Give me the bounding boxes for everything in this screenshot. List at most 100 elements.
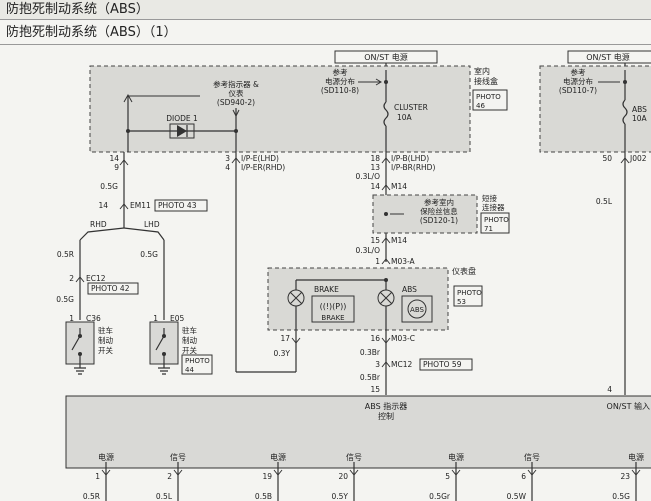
m03a-arrow — [381, 258, 391, 265]
short-connector-ref-1: 参考室内 — [424, 197, 454, 207]
ipe-pin-3: 3 — [225, 154, 230, 163]
abs-fuse-node — [623, 80, 627, 84]
controller-port-label: 信号 — [170, 452, 186, 462]
controller-port-pin: 23 — [620, 472, 630, 481]
pin-16-label: 16 — [370, 334, 380, 343]
ipb-lhd-label: I/P-B(LHD) — [391, 154, 429, 163]
c36-ground-icon — [74, 367, 86, 375]
em11-photo-box — [154, 199, 208, 212]
brake-symbol-box — [311, 295, 355, 323]
junction-photo-2: 46 — [476, 102, 485, 110]
controller-port-wire-label: 0.5L — [156, 492, 173, 501]
c36-pin: 1 — [69, 314, 74, 323]
controller-ports: 电源10.5R信号20.5L电源190.5B信号200.5Y电源50.5Gr信号… — [83, 452, 644, 501]
mc12-arrow — [381, 361, 391, 368]
c36-connector: C36 — [86, 314, 101, 323]
short-connector-title-2: 连接器 — [482, 202, 505, 212]
e05-label-3: 开关 — [182, 345, 197, 355]
cluster-photo-1: PHOTO — [457, 289, 482, 297]
wire-03br: 0.3Br — [360, 348, 381, 357]
ref-power-arrowhead — [375, 78, 382, 86]
junction-box — [89, 65, 471, 153]
rhd-branch — [79, 227, 125, 241]
pin-14-label: 14 — [109, 154, 119, 163]
ipe-pin-arrow — [231, 157, 241, 164]
instrument-cluster-box — [267, 267, 449, 331]
abs-fuse-rating: 10A — [632, 114, 648, 123]
controller-port-label: 信号 — [524, 452, 540, 462]
e05-pin: 1 — [153, 314, 158, 323]
controller-port-label: 电源 — [628, 452, 644, 462]
brake-lamp-cross — [289, 291, 303, 305]
ref-indicator-arrow-left — [123, 93, 133, 103]
cluster-photo-2: 53 — [457, 298, 466, 306]
ipe-lhd-label: I/P-E(LHD) — [241, 154, 279, 163]
junction-photo-1: PHOTO — [476, 93, 501, 101]
m14-label-b: M14 — [391, 236, 407, 245]
brake-symbol-text: BRAKE — [321, 314, 344, 322]
abs-connector-j002: J002 — [629, 154, 647, 163]
abs-symbol: ABS — [410, 306, 424, 314]
controller-port-pin: 19 — [262, 472, 272, 481]
short-connector-photo-box — [480, 212, 510, 234]
controller-port-wire-label: 0.5Gr — [429, 492, 451, 501]
diode-body — [169, 123, 195, 139]
lhd-branch — [123, 227, 165, 241]
page-subtitle: 防抱死制动系统（ABS）（1） — [0, 21, 651, 45]
pin-16-arrow — [381, 337, 391, 344]
short-connector-photo-1: PHOTO — [484, 216, 509, 224]
iper-rhd-label: I/P-ER(RHD) — [241, 163, 285, 172]
wire-05g-a: 0.5G — [100, 182, 118, 191]
pin-9-label: 9 — [114, 163, 119, 172]
c36-label-1: 驻车 — [98, 325, 113, 335]
right-ref-3: (SD110-7) — [559, 86, 597, 95]
diode-node-left — [126, 129, 130, 133]
controller-port-wire-label: 0.5B — [255, 492, 272, 501]
controller-port-wire-label: 0.5W — [507, 492, 527, 501]
pin-17-arrow — [291, 337, 301, 344]
abs-indicator-controller — [65, 395, 651, 469]
e05-photo-2: 44 — [185, 366, 194, 374]
m03a-pin-1: 1 — [375, 257, 380, 266]
abs-symbol-icon — [407, 299, 427, 319]
abs-wire-05l: 0.5L — [596, 197, 613, 206]
ipbr-rhd-label: I/P-BR(RHD) — [391, 163, 435, 172]
e05-photo-1: PHOTO — [185, 357, 210, 365]
controller-port-pin: 2 — [167, 472, 172, 481]
ipe-pin-4: 4 — [225, 163, 230, 172]
controller-title-1: ABS 指示器 — [365, 401, 407, 411]
controller-on-st-input: ON/ST 输入 — [607, 401, 650, 411]
m03c-label: M03-C — [391, 334, 415, 343]
ipb-pin-18: 18 — [370, 154, 380, 163]
controller-port-arrow — [451, 469, 461, 476]
junction-box-title-1: 室内 — [474, 66, 490, 76]
m14-bottom-arrow — [381, 237, 391, 244]
controller-port-arrow — [101, 469, 111, 476]
mc12-photo-box — [419, 358, 473, 371]
c36-label-3: 开关 — [98, 345, 113, 355]
power-label-right: ON/ST 电源 — [586, 52, 629, 62]
controller-port-pin: 5 — [445, 472, 450, 481]
controller-port-wire-label: 0.5Y — [331, 492, 348, 501]
e05-connector: E05 — [170, 314, 185, 323]
c36-contact-top — [78, 334, 82, 338]
wire-05br: 0.5Br — [360, 373, 381, 382]
wire-03lo-b: 0.3L/O — [355, 246, 380, 255]
controller-port-wire-label: 0.5G — [612, 492, 630, 501]
e05-label-2: 制动 — [182, 335, 197, 345]
page-title: 防抱死制动系统（ABS） — [0, 0, 651, 20]
ref-indicator-2: 仪表 — [229, 88, 244, 98]
junction-photo-box — [472, 89, 508, 111]
e05-contact-bottom — [162, 352, 166, 356]
right-junction-box — [539, 65, 651, 153]
em11-connector: EM11 — [130, 201, 151, 210]
m14-pin-14: 14 — [370, 182, 380, 191]
m14-label-a: M14 — [391, 182, 407, 191]
wire-05g-c: 0.5G — [56, 295, 74, 304]
controller-title-2: 控制 — [378, 411, 394, 421]
short-connector-ref-2: 保险丝信息 — [420, 206, 458, 216]
ec12-photo-box — [87, 282, 139, 295]
wire-03lo-a: 0.3L/O — [355, 172, 380, 181]
